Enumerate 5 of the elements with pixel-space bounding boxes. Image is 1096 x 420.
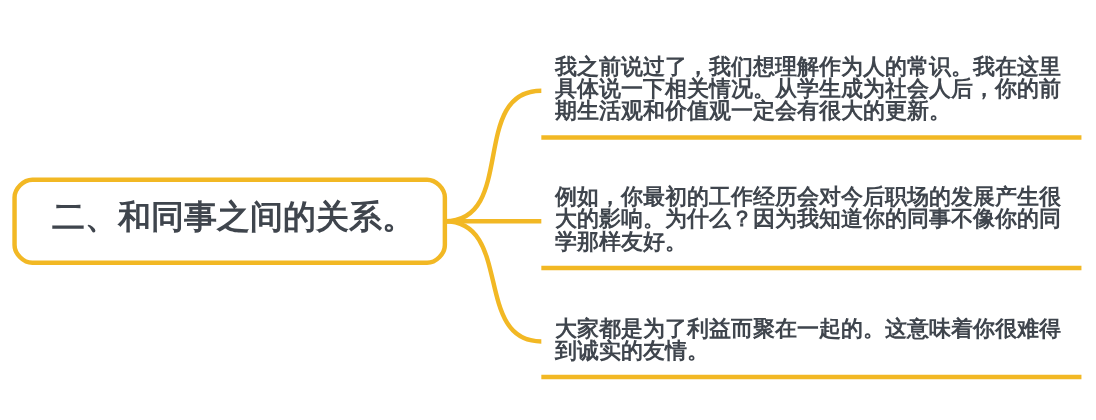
node-text: 我之前说过了，我们想理解作为人的常识。我在这里具体说一下相关情况。从学生成为社会人后，你的前期生活观和价值观一定会有很大的更新。 [554, 52, 1061, 123]
connector [444, 218, 542, 344]
node-text: 例如，你最初的工作经历会对今后职场的发展产生很大的影响。为什么？因为我知道你的同事不像你的同学那样友好。 [554, 182, 1061, 254]
node-box: 二、和同事之间的关系。 [12, 177, 448, 265]
node-text: 大家都是为了利益而聚在一起的。这意味着你很难得到诚实的友情。 [554, 314, 1061, 363]
